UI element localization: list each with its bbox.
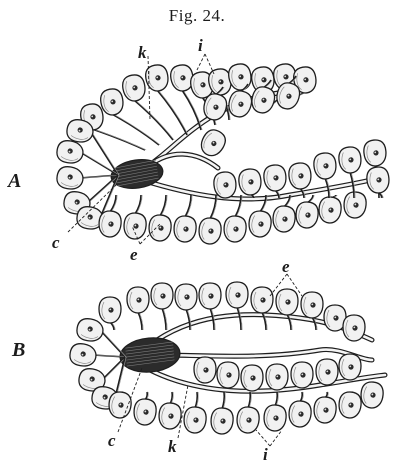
cell [55, 165, 84, 191]
cell [263, 164, 287, 192]
cell [318, 196, 342, 224]
cell [366, 166, 390, 194]
leader-line [256, 430, 270, 446]
stalk [112, 114, 159, 145]
cell [183, 406, 207, 434]
cell [151, 283, 173, 309]
label-c-panel-a: c [52, 234, 60, 251]
cell [158, 402, 182, 430]
cell [288, 162, 312, 190]
cell [276, 289, 298, 315]
cell [263, 404, 287, 432]
cell [121, 73, 147, 102]
cell [194, 357, 216, 383]
cell [199, 283, 221, 309]
cell [75, 317, 104, 343]
stalk [100, 330, 125, 357]
cell [127, 287, 149, 313]
panel-a-label: A [8, 171, 21, 191]
label-c-panel-b: c [108, 432, 116, 449]
panel-a-drawing [55, 54, 390, 245]
cell [338, 391, 362, 419]
cell [291, 362, 313, 388]
cell [173, 215, 197, 243]
cell [313, 152, 337, 180]
cell [251, 287, 273, 313]
cell [223, 215, 247, 243]
cell [343, 315, 365, 341]
label-i-panel-a: i [198, 37, 203, 54]
cell [226, 282, 248, 308]
cell [363, 139, 387, 167]
cell [99, 297, 121, 323]
figure-title: Fig. 24. [0, 6, 394, 26]
label-k-panel-a: k [138, 44, 147, 61]
cell [55, 139, 84, 165]
cell [226, 89, 254, 120]
cell [68, 342, 97, 368]
cell [210, 407, 234, 435]
cell [236, 406, 260, 434]
cell [241, 365, 263, 391]
cell [360, 381, 384, 409]
cell [301, 292, 323, 318]
label-i-panel-b: i [263, 446, 268, 463]
stalk [134, 100, 173, 140]
label-e-panel-b: e [282, 258, 290, 275]
cell [249, 85, 277, 116]
leader-line [270, 430, 282, 446]
cell [198, 217, 222, 245]
cell [266, 364, 288, 390]
cell [148, 214, 172, 242]
cell [339, 354, 361, 380]
cell [288, 400, 312, 428]
cell [197, 126, 229, 160]
label-k-panel-b: k [168, 438, 177, 455]
cell [108, 391, 132, 419]
cell [295, 201, 319, 229]
cell [98, 210, 122, 238]
cell [238, 168, 262, 196]
stalk [157, 90, 187, 135]
cell [123, 212, 147, 240]
cell [217, 362, 239, 388]
cell [248, 210, 272, 238]
panel-b-label: B [12, 340, 25, 360]
cell [316, 359, 338, 385]
leader-line [196, 54, 205, 72]
cell [313, 396, 337, 424]
cell [338, 146, 362, 174]
cell [144, 63, 170, 92]
cell [133, 398, 157, 426]
cell [272, 205, 296, 233]
cell [175, 284, 197, 310]
central-body [119, 335, 182, 374]
stalk [80, 152, 118, 175]
panel-b-drawing [68, 274, 385, 446]
label-e-panel-a: e [130, 246, 138, 263]
